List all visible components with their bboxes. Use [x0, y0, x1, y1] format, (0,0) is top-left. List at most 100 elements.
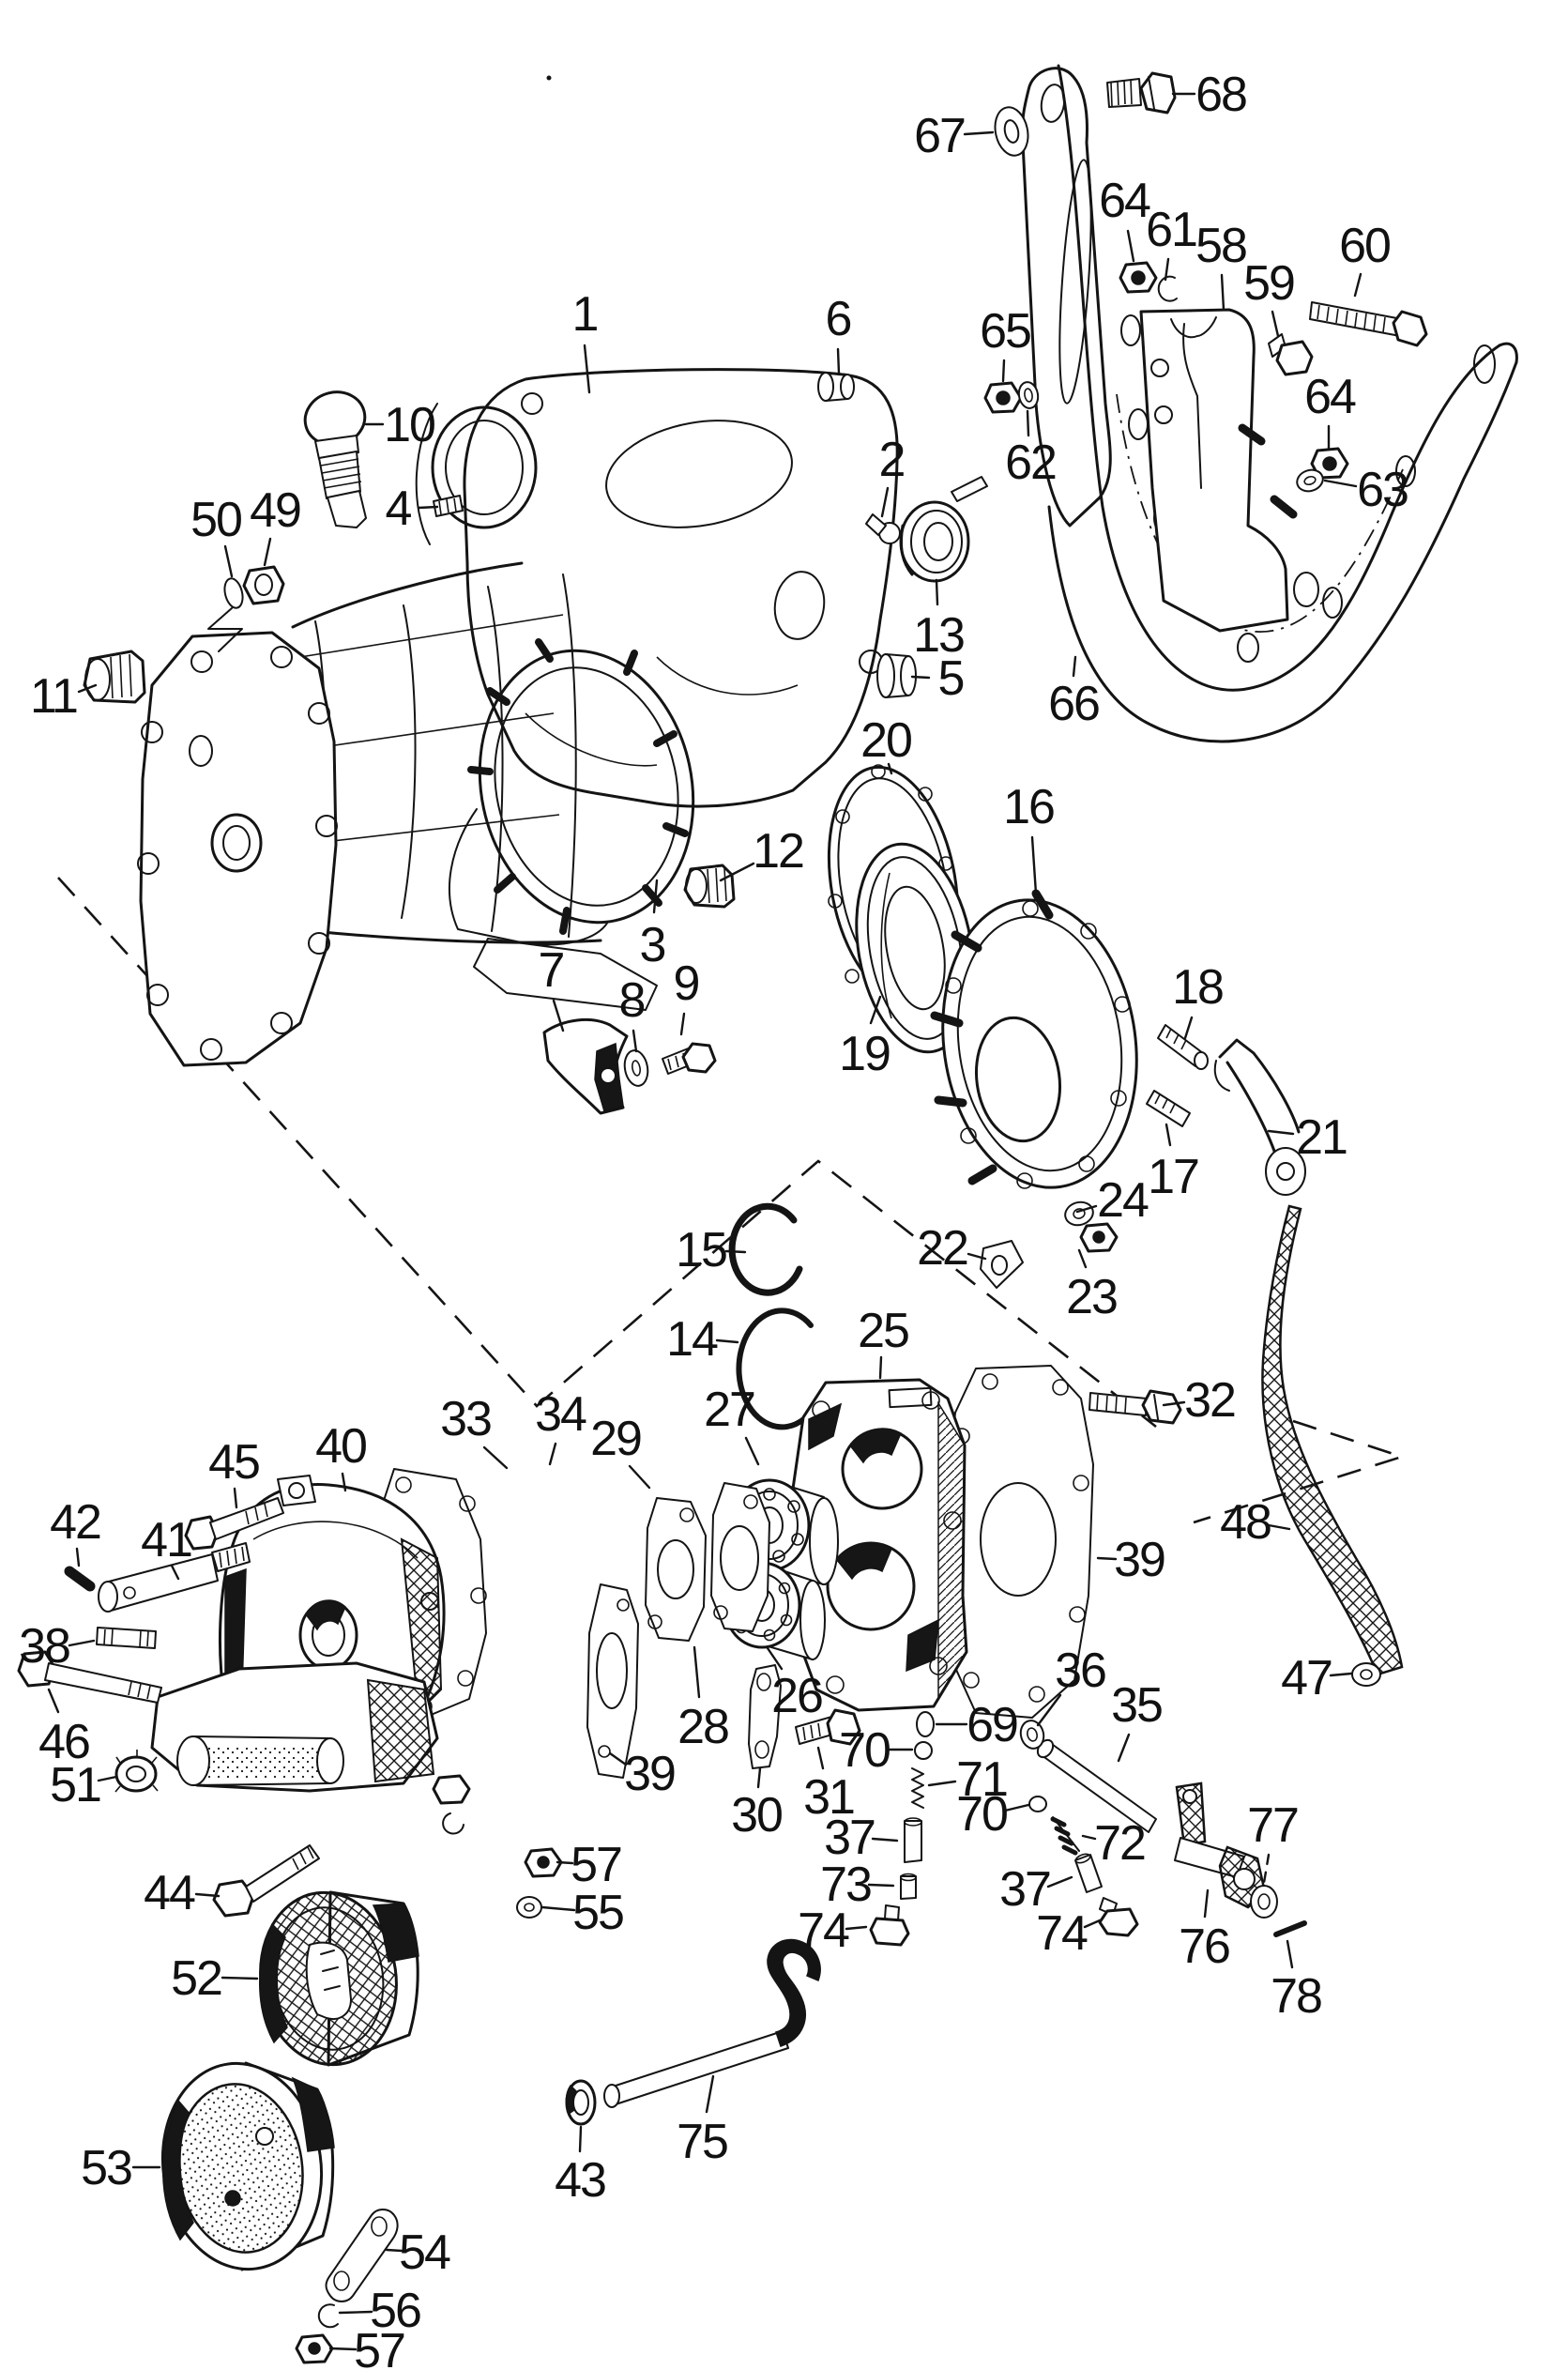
callout-21-20: 21	[1296, 1110, 1347, 1165]
leader-39-40	[1096, 1556, 1118, 1561]
callout-76-81: 76	[1179, 1919, 1229, 1974]
callout-12-11: 12	[753, 824, 803, 879]
callout-41-42: 41	[141, 1513, 191, 1567]
lever-21	[1213, 1038, 1306, 1196]
leader-74-79	[1083, 1919, 1102, 1929]
leader-59-61	[1271, 310, 1280, 338]
leader-73-77	[867, 1883, 895, 1888]
pin-73	[900, 1873, 917, 1900]
callout-51-52: 51	[50, 1758, 100, 1812]
callout-64-67: 64	[1304, 370, 1356, 424]
leader-42-43	[75, 1547, 81, 1567]
leader-1-0	[583, 344, 591, 394]
stud-18	[1157, 1024, 1209, 1070]
callout-20-19: 20	[860, 713, 911, 768]
construction-lines	[57, 877, 1407, 1524]
leader-44-45	[194, 1892, 221, 1898]
leader-29-28	[628, 1464, 651, 1490]
clutch-boss	[431, 405, 538, 529]
callout-39-40: 39	[1114, 1533, 1165, 1587]
leader-31-30	[816, 1746, 825, 1770]
callout-50-51: 50	[190, 493, 241, 547]
leader-35-34	[1117, 1733, 1131, 1763]
ring-studs	[467, 638, 689, 935]
bushing-6	[817, 372, 855, 402]
callout-39-39: 39	[624, 1747, 675, 1801]
washer-77	[1250, 1885, 1278, 1919]
leader-74-78	[845, 1925, 868, 1931]
callout-57-59: 57	[354, 2324, 404, 2370]
pin-37a	[904, 1817, 922, 1863]
callout-72-76: 72	[1094, 1816, 1145, 1871]
gearbox-housing	[137, 75, 899, 1067]
callout-32-31: 32	[1184, 1373, 1235, 1428]
callout-30-29: 30	[731, 1788, 782, 1842]
callout-62-64: 62	[1005, 436, 1056, 490]
bolt-9	[662, 1042, 717, 1075]
callout-68-71: 68	[1195, 68, 1246, 122]
callout-46-47: 46	[38, 1715, 89, 1769]
leader-67-70	[963, 130, 995, 136]
o-ring-70b	[1028, 1796, 1047, 1812]
washer-67	[994, 106, 1029, 157]
callout-73-77: 73	[820, 1858, 871, 1912]
callout-48-49: 48	[1220, 1495, 1271, 1550]
leader-26-25	[766, 1646, 784, 1671]
plug-12	[683, 864, 736, 909]
leader-16-15	[1030, 835, 1038, 895]
leader-70-74	[1003, 1803, 1030, 1812]
intermediate-plate-cluster	[586, 1204, 1404, 1779]
callout-67-70: 67	[914, 109, 965, 163]
leader-64-66	[1126, 229, 1135, 263]
washer-47	[1351, 1662, 1381, 1687]
intermediate-plate-25	[789, 1378, 968, 1712]
gasket-29	[710, 1482, 770, 1632]
filler-plug-10	[303, 390, 367, 528]
callout-17-16: 17	[1148, 1150, 1198, 1204]
callout-74-79: 74	[1036, 1906, 1088, 1961]
callout-77-82: 77	[1247, 1798, 1298, 1853]
seal-43	[565, 2079, 597, 2126]
leader-46-47	[47, 1688, 60, 1714]
pin-2	[865, 476, 988, 544]
leader-49-50	[263, 537, 272, 567]
leader-39-39	[608, 1751, 628, 1766]
callout-28-27: 28	[677, 1700, 728, 1754]
leader-55-56	[540, 1905, 576, 1912]
gear-carrier-bracket-assembly	[983, 64, 1518, 743]
callout-8-7: 8	[619, 973, 645, 1028]
callout-71-75: 71	[956, 1752, 1007, 1807]
callout-19-18: 19	[839, 1027, 890, 1081]
leader-25-24	[878, 1355, 883, 1380]
nut-64a	[1119, 261, 1158, 294]
callout-6-5: 6	[826, 292, 851, 346]
housing-hardware	[83, 372, 1306, 1430]
callout-42-43: 42	[50, 1495, 100, 1550]
bolt-44	[212, 1844, 320, 1918]
leader-11-10	[77, 683, 98, 694]
callout-23-22: 23	[1066, 1270, 1117, 1324]
stud-17	[1146, 1090, 1191, 1127]
callout-29-28: 29	[590, 1412, 641, 1466]
bushing-51	[114, 1750, 159, 1793]
callout-10-9: 10	[384, 398, 434, 452]
leader-52-53	[221, 1976, 259, 1980]
callout-2-1: 2	[879, 433, 905, 487]
leader-56-57	[338, 2310, 373, 2315]
leader-65-68	[1001, 359, 1006, 383]
leader-58-60	[1220, 273, 1225, 312]
bolt-31	[795, 1708, 861, 1746]
callout-37-36: 37	[824, 1811, 875, 1865]
leader-6-5	[836, 347, 841, 375]
leader-38-38	[68, 1639, 96, 1647]
leader-4-3	[417, 505, 439, 510]
leader-50-51	[223, 544, 234, 578]
callout-34-33: 34	[535, 1387, 586, 1442]
leader-24-23	[1075, 1204, 1098, 1214]
leader-19-18	[869, 995, 882, 1025]
nut-23	[1079, 1222, 1119, 1253]
callout-43-44: 43	[555, 2153, 605, 2208]
pin-37b	[1074, 1853, 1103, 1893]
bolt-45	[184, 1497, 284, 1551]
